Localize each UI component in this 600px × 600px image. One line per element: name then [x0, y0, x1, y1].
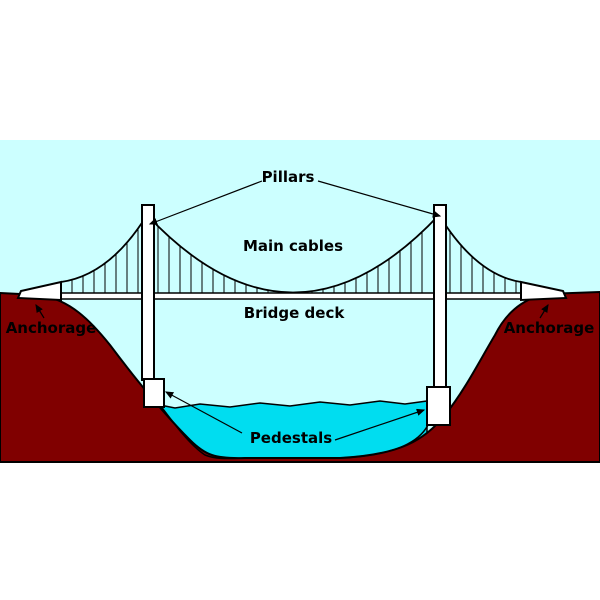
bridge-deck — [59, 292, 526, 300]
pedestals-arrow-left — [164, 391, 243, 434]
anchorage-arrow-right — [539, 303, 549, 319]
pedestal-right — [426, 386, 451, 426]
pedestals-arrow-right — [334, 408, 426, 441]
label-anchorage-left: Anchorage — [6, 319, 97, 337]
label-bridge-deck: Bridge deck — [244, 304, 346, 322]
anchorage-arrow-left — [35, 303, 45, 319]
suspender-cables — [71, 226, 517, 293]
main-cable-left-span — [60, 214, 148, 283]
pillar-right — [433, 204, 447, 389]
label-pillars: Pillars — [262, 168, 315, 186]
riverbed-outline — [159, 404, 429, 460]
main-cable-center-span — [146, 214, 440, 294]
pillars-arrow-left — [148, 180, 263, 225]
pillar-left — [141, 204, 155, 381]
label-main-cables: Main cables — [243, 237, 343, 255]
pedestal-left — [143, 378, 165, 408]
pillars-arrow-right — [317, 180, 442, 218]
label-anchorage-right: Anchorage — [504, 319, 595, 337]
label-pedestals: Pedestals — [250, 429, 332, 447]
anchorage-right — [520, 280, 568, 302]
